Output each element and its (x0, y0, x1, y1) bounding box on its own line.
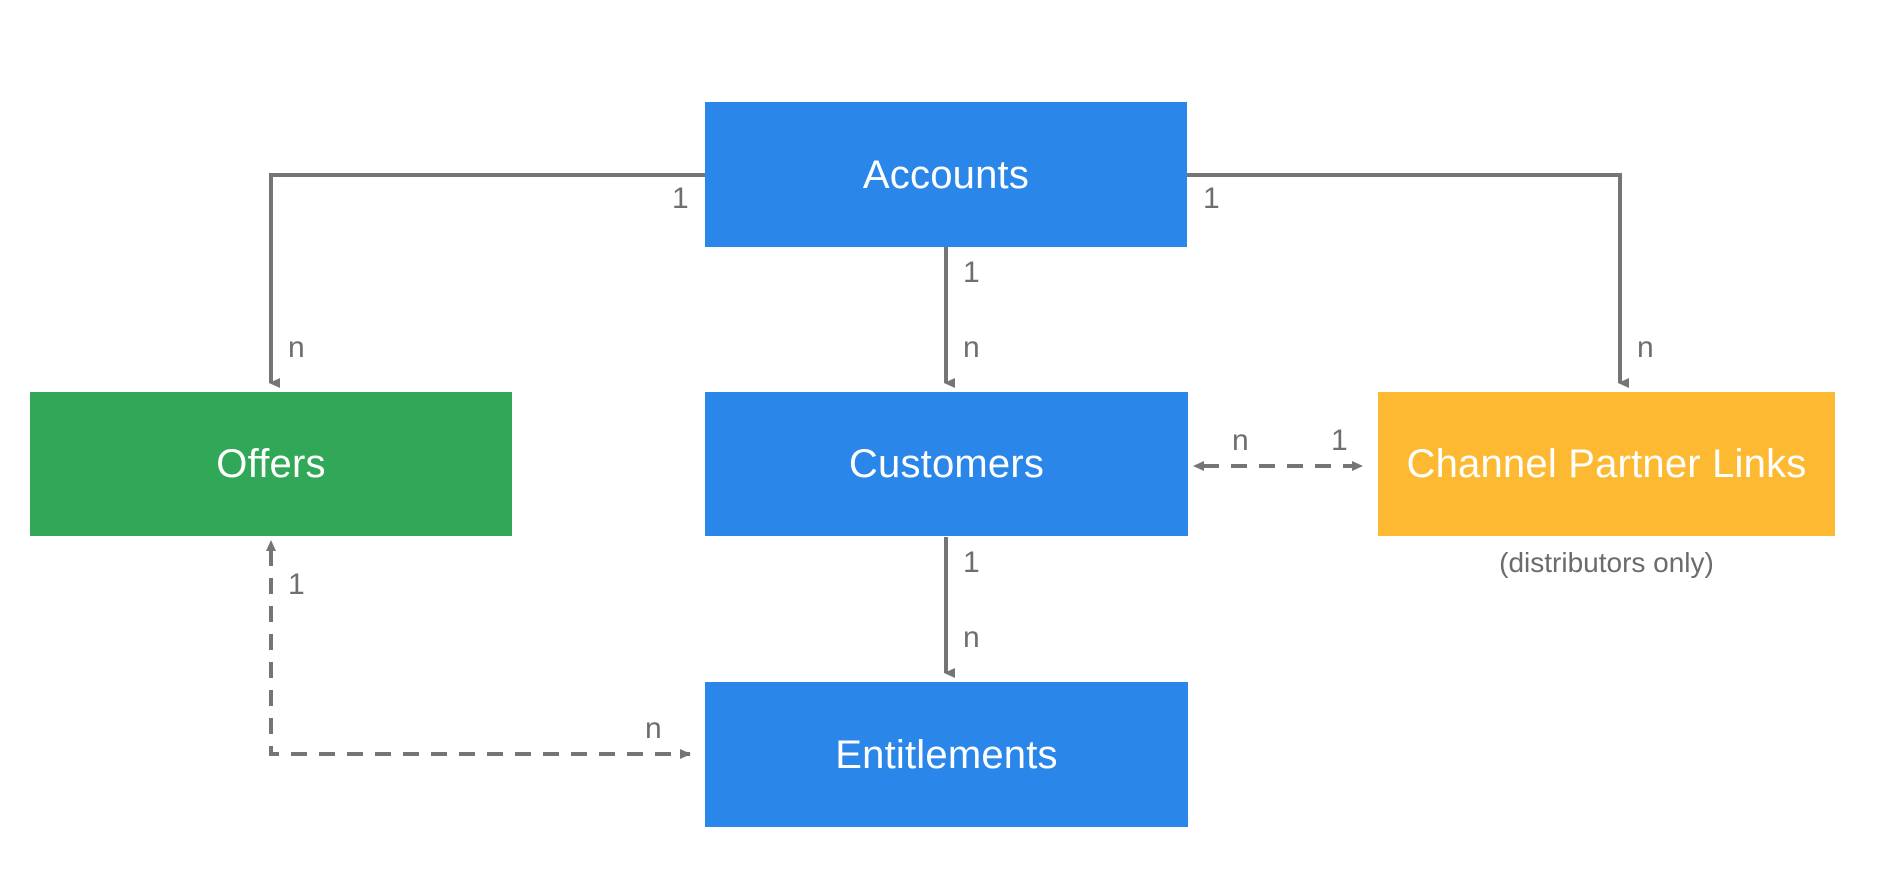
edge-label-customers-channel-right: 1 (1331, 424, 1348, 457)
node-accounts-label: Accounts (862, 152, 1030, 197)
edge-label-accounts-customers-target: n (963, 331, 980, 364)
node-entitlements-label: Entitlements (835, 732, 1058, 777)
node-customers-label: Customers (848, 442, 1045, 486)
node-offers[interactable]: Offers (30, 392, 512, 536)
node-accounts[interactable]: Accounts (705, 102, 1187, 247)
edge-label-accounts-offers-source: 1 (672, 182, 689, 215)
edge-label-accounts-channel-source: 1 (1203, 182, 1220, 215)
edge-label-accounts-offers-target: n (288, 331, 305, 364)
node-channel-partner-links-label: Channel Partner Links (1406, 442, 1807, 486)
edge-label-customers-entitlements-source: 1 (963, 546, 980, 579)
node-channel-partner-links[interactable]: Channel Partner Links (1378, 392, 1835, 536)
edge-label-offers-entitlements-up: 1 (288, 568, 305, 601)
edge-label-accounts-customers-source: 1 (963, 256, 980, 289)
node-offers-label: Offers (216, 442, 326, 486)
edge-accounts-offers (269, 173, 705, 388)
node-entitlements[interactable]: Entitlements (705, 682, 1188, 827)
node-customers[interactable]: Customers (705, 392, 1188, 536)
edge-label-customers-entitlements-target: n (963, 621, 980, 654)
edge-label-customers-channel-left: n (1232, 424, 1249, 457)
node-channel-partner-links-caption: (distributors only) (1499, 547, 1714, 578)
edge-offers-entitlements (266, 540, 691, 759)
edge-label-accounts-channel-target: n (1637, 331, 1654, 364)
edge-accounts-channel (1187, 173, 1629, 388)
edge-label-offers-entitlements-right: n (645, 712, 662, 745)
